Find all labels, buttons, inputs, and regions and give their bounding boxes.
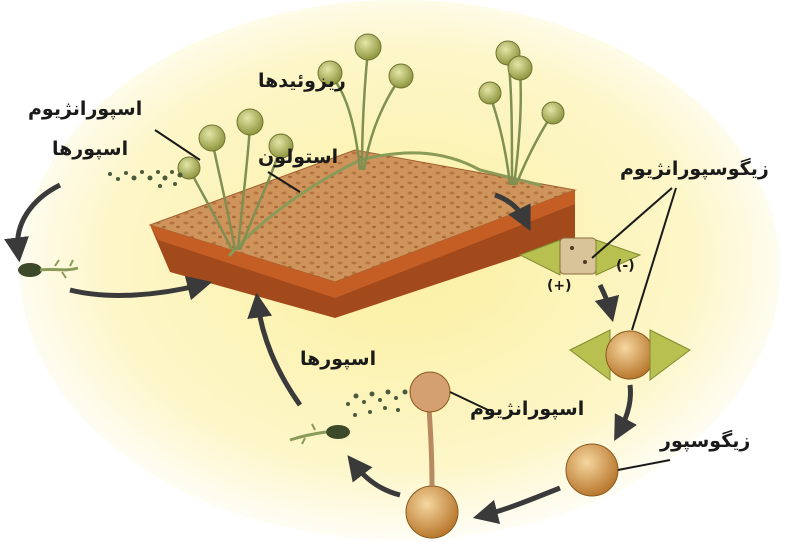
sporangium-head [237,109,263,135]
label-rhizoids: ریزوئیدها [258,72,346,91]
minus-strain-label: (-) [616,258,635,274]
sporangium-head [542,102,564,124]
label-stolon: استولون [258,148,338,167]
sporangium-head [389,64,413,88]
label-zygospore: زیگوسپور [660,432,750,451]
zygospore-cell [566,444,618,496]
sporangium-head [355,34,381,60]
label-sporangium-top: اسپورانژیوم [28,100,142,119]
sporangium-head [508,56,532,80]
label-sporangium-bottom: اسپورانژیوم [470,400,584,419]
label-spores-bottom: اسپورها [300,350,376,369]
sporangium-head [479,82,501,104]
sporangium-head [199,125,225,151]
plus-strain-label: (+) [547,278,572,294]
label-spores-top: اسپورها [52,140,128,159]
label-zygosporangium: زیگوسپورانژیوم [620,160,769,179]
